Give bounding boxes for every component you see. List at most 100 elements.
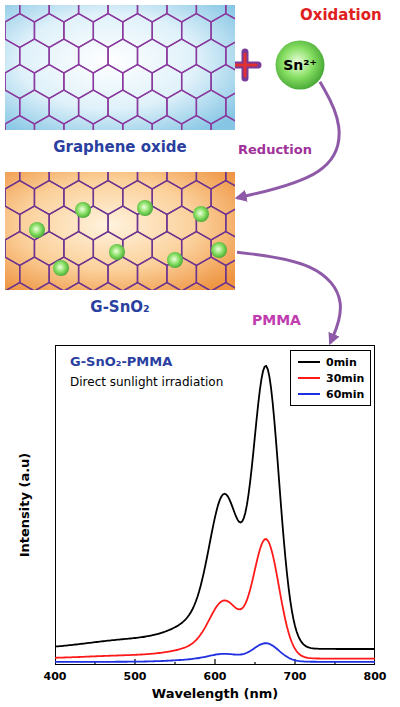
lattice-hexagon (49, 172, 78, 189)
lattice-hexagon (34, 116, 63, 131)
spectrum-curve (55, 643, 375, 662)
lattice-hexagon (34, 283, 63, 291)
lattice-hexagon (34, 14, 63, 48)
lattice-hexagon (64, 14, 93, 48)
lattice-hexagon (123, 232, 152, 266)
axis-tick (214, 659, 215, 665)
axis-title: Wavelength (nm) (152, 686, 278, 701)
lattice-hexagon (167, 90, 196, 124)
sno2-particle (211, 242, 227, 258)
sno2-particle (29, 222, 45, 238)
lattice-hexagon (64, 232, 93, 266)
lattice-hexagon (20, 5, 49, 22)
lattice-hexagon (138, 90, 167, 124)
sheet-fill (5, 172, 235, 290)
lattice-hexagon (20, 90, 49, 124)
lattice-hexagon (167, 172, 196, 189)
sheet-fill (5, 5, 235, 130)
lattice-hexagon (5, 14, 34, 48)
lattice-hexagon (182, 232, 211, 266)
axis-tick (174, 662, 175, 665)
lattice-hexagon (5, 206, 20, 240)
lattice-hexagon (93, 65, 122, 99)
lattice-hexagon (20, 39, 49, 73)
tick-label: 500 (124, 670, 147, 683)
lattice-hexagon (5, 181, 34, 215)
lattice-hexagon (5, 172, 20, 189)
legend-entry: 0min (297, 354, 364, 370)
lattice-hexagon (64, 65, 93, 99)
lattice-hexagon (79, 39, 108, 73)
legend-entry: 30min (297, 370, 364, 386)
legend-entry: 60min (297, 386, 364, 402)
axis-title: Intensity (a.u) (17, 453, 32, 558)
lattice-hexagon (34, 181, 63, 215)
lattice-hexagon (49, 90, 78, 124)
lattice-hexagon (5, 5, 20, 22)
lattice-hexagon (152, 283, 181, 291)
edge-label-holder: PMMA (252, 312, 301, 328)
lattice-hexagon (20, 206, 49, 240)
lattice-hexagon (64, 283, 93, 291)
lattice-hexagon (49, 39, 78, 73)
lattice-hexagon (211, 232, 235, 266)
tin-ion-sphere: Sn²⁺ (275, 40, 325, 90)
sheet-drawing (5, 172, 235, 290)
lattice-hexagon (123, 283, 152, 291)
lattice-hexagon (152, 116, 181, 131)
spectrum-curve (55, 366, 375, 649)
sno2-particle (137, 200, 153, 216)
legend-line-sample (297, 373, 321, 383)
label-holder: 400 (44, 670, 67, 683)
lattice-hexagon (79, 172, 108, 189)
tick-label: 700 (284, 670, 307, 683)
lattice-hexagon (108, 5, 137, 22)
lattice-hexagon (93, 14, 122, 48)
lattice-hexagon (79, 5, 108, 22)
sheet-drawing (5, 5, 235, 130)
lattice-hexagon (5, 283, 34, 291)
lattice-hexagon (138, 5, 167, 22)
lattice-hexagon (196, 90, 225, 124)
lattice-hexagon (152, 181, 181, 215)
lattice-hexagon (152, 65, 181, 99)
sno2-particle (75, 202, 91, 218)
lattice-hexagon (211, 116, 235, 131)
lattice-hexagon (108, 206, 137, 240)
label-holder: 500 (124, 670, 147, 683)
lattice-hexagon (211, 65, 235, 99)
sno2-particle (193, 206, 209, 222)
sheet-panel (5, 172, 235, 290)
lattice-hexagon (20, 172, 49, 189)
axis-tick (254, 662, 255, 665)
lattice-hexagon (93, 283, 122, 291)
tick-label: 400 (44, 670, 67, 683)
lattice-hexagon (34, 65, 63, 99)
node-label: Graphene oxide (5, 138, 235, 156)
lattice-hexagon (5, 90, 20, 124)
legend-label: 60min (326, 388, 364, 401)
lattice-hexagon (182, 116, 211, 131)
label-holder: Intensity (a.u) (17, 453, 32, 558)
label-holder: Wavelength (nm) (152, 686, 278, 701)
lattice-hexagon (167, 39, 196, 73)
lattice-hexagon (5, 116, 34, 131)
lattice-hexagon (211, 283, 235, 291)
node-label: G-SnO₂ (5, 298, 235, 316)
sno2-particle (109, 244, 125, 260)
lattice-hexagon (108, 90, 137, 124)
lattice-hexagon (123, 116, 152, 131)
lattice-hexagon (211, 14, 235, 48)
lattice-hexagon (49, 206, 78, 240)
process-label: Oxidation (300, 6, 382, 24)
lattice-hexagon (138, 39, 167, 73)
graphene-oxide-sheet: Graphene oxide (5, 5, 235, 156)
label-holder: 600 (204, 670, 227, 683)
label-holder: 800 (364, 670, 387, 683)
lattice-hexagon (108, 172, 137, 189)
sheet-panel (5, 5, 235, 130)
lattice-hexagon (167, 206, 196, 240)
lattice-hexagon (123, 14, 152, 48)
lattice-hexagon (49, 5, 78, 22)
